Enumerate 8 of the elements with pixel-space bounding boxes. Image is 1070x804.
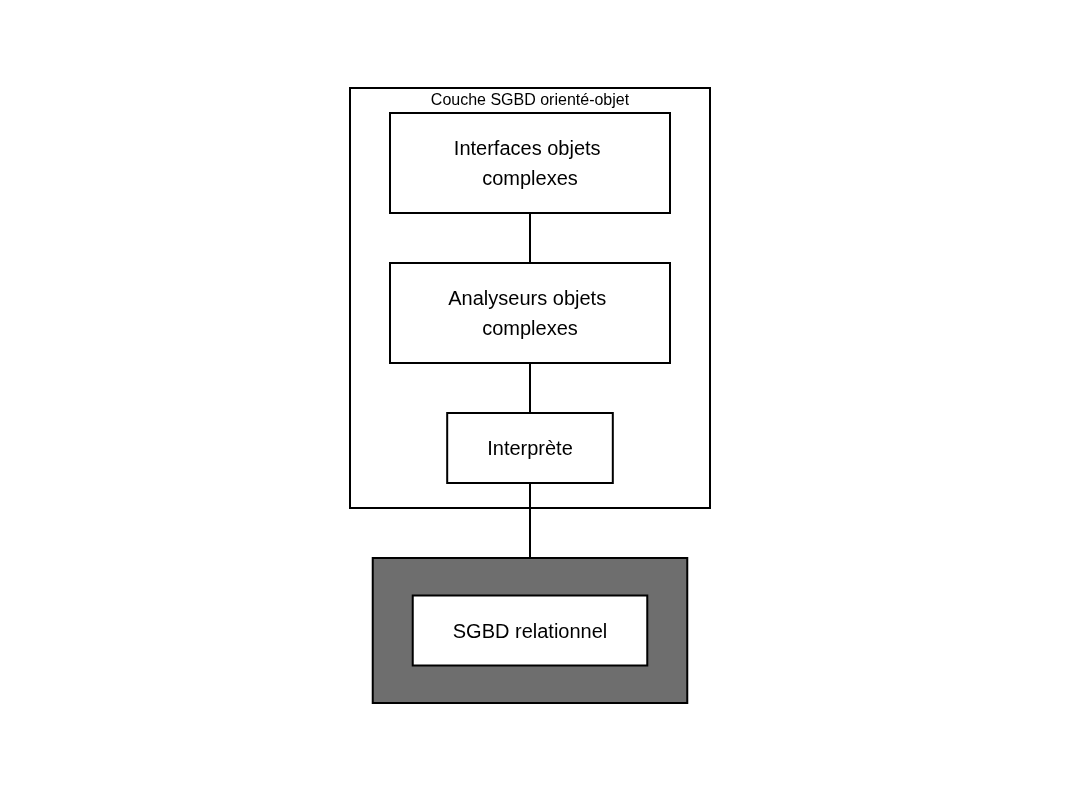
node-box: Interfaces objets complexes bbox=[389, 111, 671, 214]
cluster bbox=[371, 556, 689, 704]
connector bbox=[529, 481, 531, 559]
connector bbox=[529, 211, 531, 264]
connector bbox=[529, 361, 531, 414]
node-box: Analyseurs objets complexes bbox=[389, 261, 671, 364]
node-box: SGBD relationnel bbox=[411, 594, 649, 666]
node-box: Interprète bbox=[446, 411, 614, 484]
